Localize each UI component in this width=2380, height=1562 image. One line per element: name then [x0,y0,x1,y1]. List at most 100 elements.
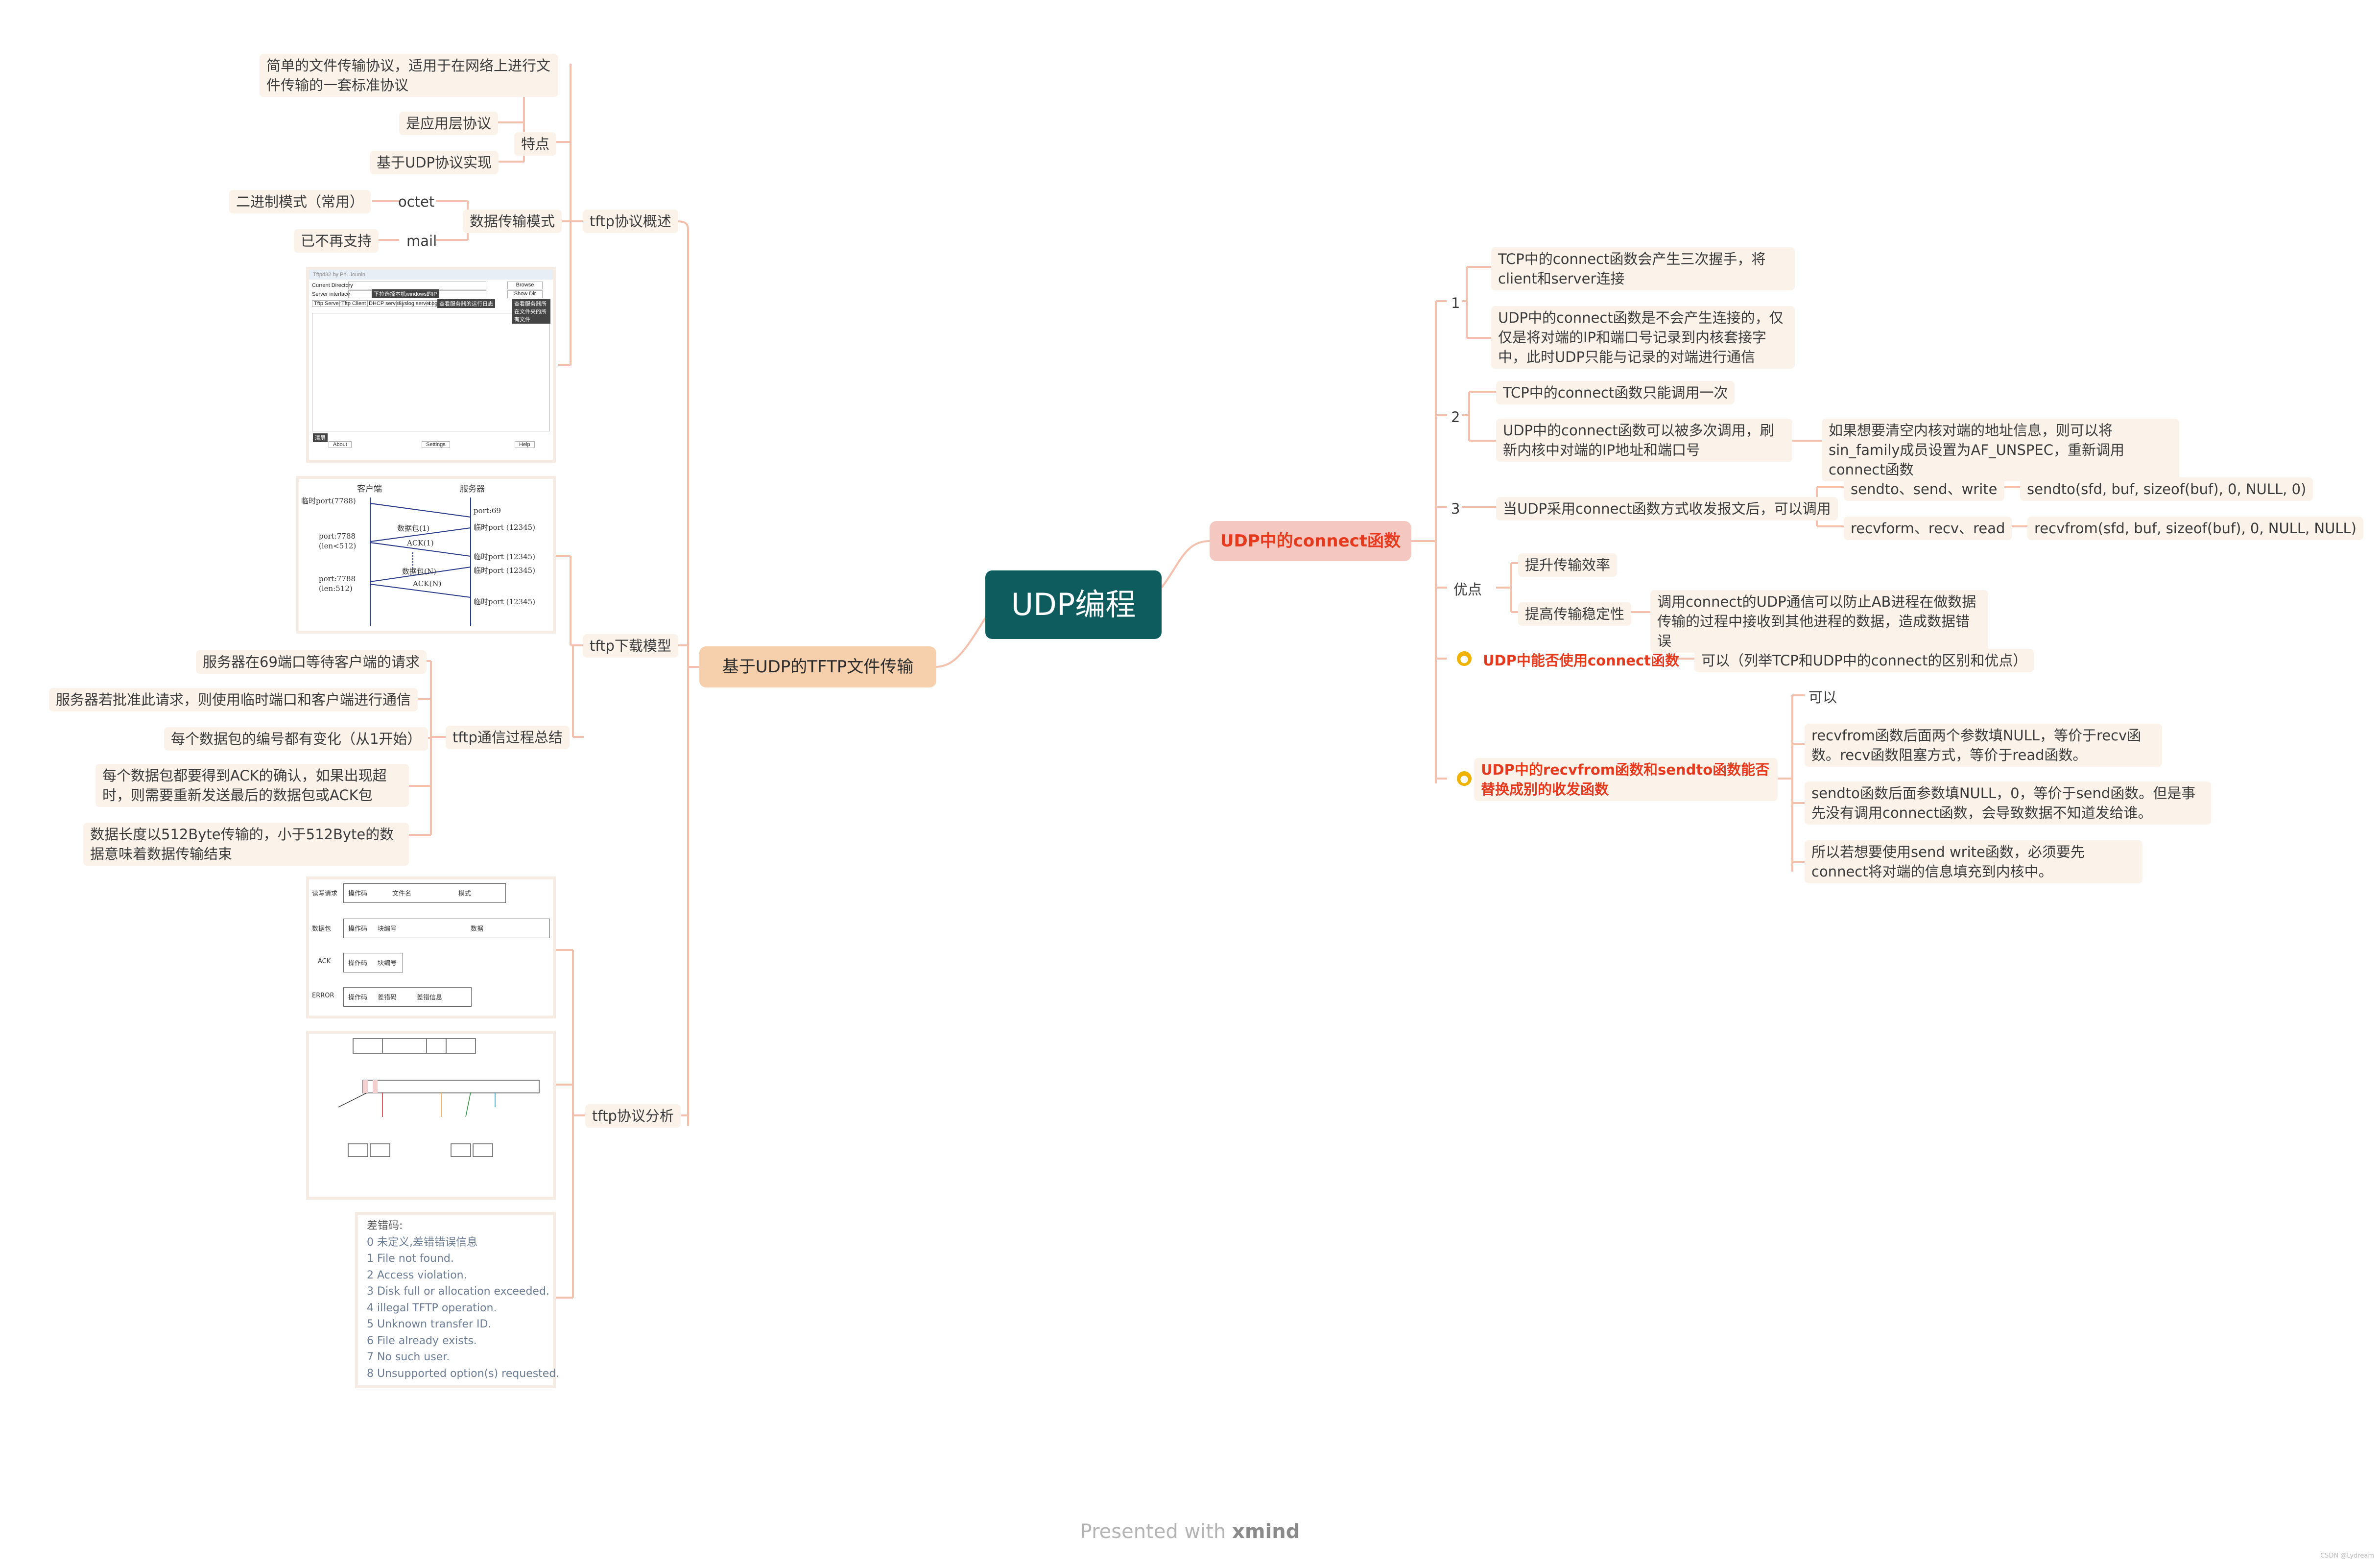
topic-transfer-mode[interactable]: 数据传输模式 [463,210,562,233]
dl-temp-port-left: 临时port(7788) [301,497,356,505]
topic-mail[interactable]: mail [406,233,437,249]
error-line: 差错码: [367,1220,403,1232]
pkt-ack: ACK [318,958,331,965]
tftpd-tip-log: 查看服务器的运行日志 [437,299,495,308]
topic-sendto-example[interactable]: sendto(sfd, buf, sizeof(buf), 0, NULL, 0… [2020,477,2313,501]
topic-send-funcs[interactable]: sendto、send、write [1844,477,2004,501]
download-diagram: 客户端 服务器 临时port(7788) port:69 临时port (123… [296,476,556,634]
summary-item[interactable]: 服务器在69端口等待客户端的请求 [196,650,427,674]
tftpd-tab-syslog[interactable]: Syslog server [396,300,433,307]
topic-feature-desc[interactable]: 简单的文件传输协议，适用于在网络上进行文件传输的一套标准协议 [260,54,558,97]
tftpd-tab-client[interactable]: Tftp Client [339,300,368,307]
root-topic[interactable]: UDP编程 [985,570,1162,639]
topic-feature-udp[interactable]: 基于UDP协议实现 [370,151,499,174]
pkt-block1: 块编号 [378,925,397,933]
pkt-errcode: 差错码 [378,994,397,1001]
topic-point-1[interactable]: 1 [1451,295,1460,311]
pkt-op1: 操作码 [348,890,368,898]
branch-connect[interactable]: UDP中的connect函数 [1210,521,1411,561]
topic-tcp-connect[interactable]: TCP中的connect函数会产生三次握手，将client和server连接 [1491,247,1795,290]
topic-udp-connect[interactable]: UDP中的connect函数是不会产生连接的，仅仅是将对端的IP和端口号记录到内… [1491,306,1795,369]
topic-sendto-null[interactable]: sendto函数后面参数填NULL，0，等价于send函数。但是事先没有调用co… [1805,781,2211,825]
tftpd-tab-server[interactable]: Tftp Server [312,300,343,307]
topic-send-write[interactable]: 所以若想要使用send write函数，必须要先connect将对端的信息填充到… [1805,840,2142,883]
tftpd-tip-ip: 下拉选择本机windows的IP [372,289,439,298]
topic-efficiency[interactable]: 提升传输效率 [1518,553,1618,577]
topic-udp-calls[interactable]: 当UDP采用connect函数方式收发报文后，可以调用 [1496,497,1838,521]
dl-len512-b: (len:512) [319,584,353,593]
error-line: 1 File not found. [367,1253,454,1265]
topic-advantages[interactable]: 优点 [1453,581,1482,598]
tftpd-dir-field[interactable] [348,282,486,289]
pkt-mode: 模式 [458,890,472,898]
topic-point-3[interactable]: 3 [1451,500,1460,517]
tftpd-browse-button[interactable]: Browse [507,282,543,289]
dl-dataN: 数据包(N) [402,567,436,576]
topic-recvfrom-example[interactable]: recvfrom(sfd, buf, sizeof(buf), 0, NULL,… [2027,517,2363,540]
summary-item[interactable]: 数据长度以512Byte传输的，小于512Byte的数据意味着数据传输结束 [83,823,409,866]
lightbulb-icon: ● [1457,651,1472,666]
topic-udp-multi[interactable]: UDP中的connect函数可以被多次调用，刷新内核中对端的IP地址和端口号 [1496,419,1792,462]
topic-question-connect[interactable]: UDP中能否使用connect函数 [1483,652,1680,669]
branch-tftp[interactable]: 基于UDP的TFTP文件传输 [699,646,936,687]
topic-stability-desc[interactable]: 调用connect的UDP通信可以防止AB进程在做数据传输的过程中接收到其他进程… [1650,590,1988,653]
error-line: 2 Access violation. [367,1269,467,1281]
topic-mail-desc[interactable]: 已不再支持 [294,229,379,253]
dl-port7788-b: port:7788 [319,574,356,583]
footer: Presented with xmind [0,1520,2380,1543]
pkt-ack-box [343,953,403,972]
watermark: CSDN @Lydream [2320,1552,2374,1560]
lightbulb-icon: ● [1457,771,1472,786]
topic-octet[interactable]: octet [398,193,435,210]
tftpd-server-iface: Server interface [312,291,350,297]
topic-stability[interactable]: 提高传输稳定性 [1518,602,1632,626]
pkt-payload: 数据 [471,925,484,933]
topic-download-model[interactable]: tftp下载模型 [583,634,678,658]
topic-comm-summary[interactable]: tftp通信过程总结 [446,726,570,749]
error-line: 4 illegal TFTP operation. [367,1302,497,1314]
topic-tftp-overview[interactable]: tftp协议概述 [583,210,678,233]
error-line: 6 File already exists. [367,1334,477,1347]
dl-len512-a: (len<512) [319,542,357,550]
dl-temp12345-c: 临时port (12345) [474,566,536,575]
pkt-data-box [343,919,550,938]
topic-features[interactable]: 特点 [514,132,557,156]
topic-answer-yes[interactable]: 可以 [1809,689,1837,706]
pkt-errmsg: 差错信息 [417,994,443,1001]
topic-answer-connect[interactable]: 可以（列举TCP和UDP中的connect的区别和优点） [1694,649,2034,672]
tftpd-log-area [312,313,550,431]
dl-temp12345-b: 临时port (12345) [474,552,536,561]
topic-octet-desc[interactable]: 二进制模式（常用） [229,190,371,213]
summary-item[interactable]: 服务器若批准此请求，则使用临时端口和客户端进行通信 [49,688,418,711]
topic-tcp-once[interactable]: TCP中的connect函数只能调用一次 [1496,381,1735,404]
error-code-list: 差错码: 0 未定义,差错错误信息 1 File not found. 2 Ac… [355,1212,560,1388]
dl-data1: 数据包(1) [397,524,430,533]
topic-question-recvfrom[interactable]: UDP中的recvfrom函数和sendto函数能否替换成别的收发函数 [1474,758,1778,801]
pkt-filename: 文件名 [392,890,412,898]
packet-format-diagram: 读写请求 数据包 ACK ERROR 操作码 文件名 模式 操作码 块编号 数据… [306,876,556,1018]
pkt-op4: 操作码 [348,994,368,1001]
summary-item[interactable]: 每个数据包的编号都有变化（从1开始） [164,727,428,751]
error-line: 8 Unsupported option(s) requested. [367,1367,560,1380]
topic-protocol-analysis[interactable]: tftp协议分析 [585,1104,681,1128]
dl-temp12345-d: 临时port (12345) [474,597,536,606]
dl-ackN: ACK(N) [413,579,442,588]
dl-port7788-a: port:7788 [319,532,356,541]
topic-feature-app[interactable]: 是应用层协议 [399,112,499,135]
download-diagram-lines [370,497,471,626]
topic-af-unspec[interactable]: 如果想要清空内核对端的地址信息，则可以将sin_family成员设置为AF_UN… [1822,419,2179,481]
request-layout-lines [338,1038,540,1157]
pkt-block2: 块编号 [378,960,397,967]
topic-recv-funcs[interactable]: recvform、recv、read [1844,517,2012,540]
pkt-rw-box [343,883,506,903]
tftpd-showdir-button[interactable]: Show Dir [507,290,543,298]
tftpd-about-button[interactable]: About [329,441,352,448]
tftpd-settings-button[interactable]: Settings [422,441,450,448]
tftpd-help-button[interactable]: Help [515,441,535,448]
topic-recvfrom-null[interactable]: recvfrom函数后面两个参数填NULL，等价于recv函数。recv函数阻塞… [1805,724,2162,767]
summary-item[interactable]: 每个数据包都要得到ACK的确认，如果出现超时，则需要重新发送最后的数据包或ACK… [95,764,409,807]
tftpd-tab-dhcp[interactable]: DHCP server [367,300,403,307]
topic-point-2[interactable]: 2 [1451,409,1460,426]
tftpd-tip-clear: 清屏 [313,433,328,442]
